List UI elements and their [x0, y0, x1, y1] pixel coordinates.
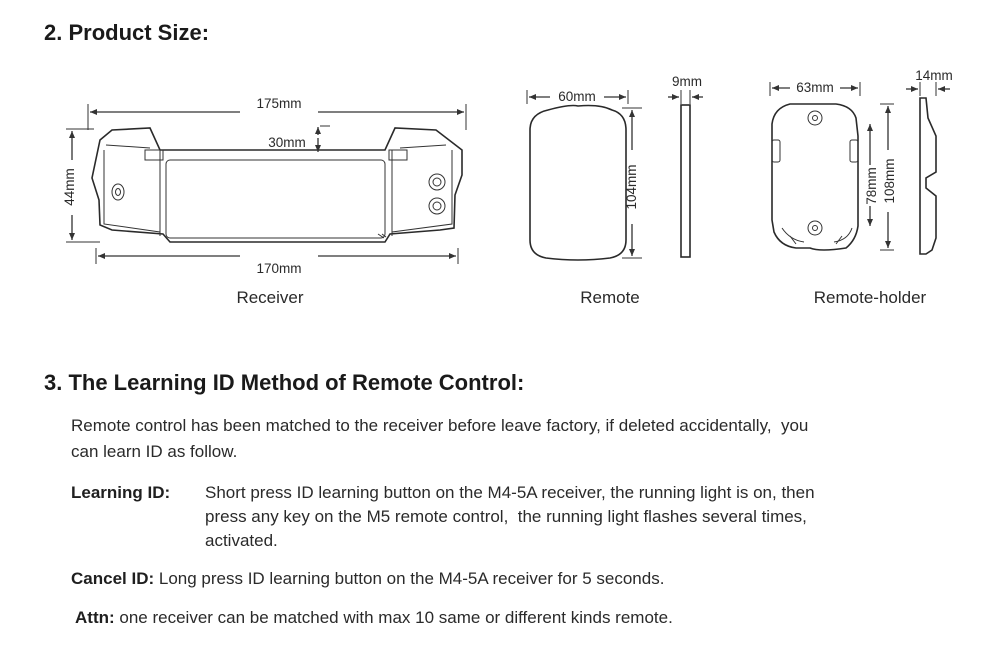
attn-text: one receiver can be matched with max 10 …	[119, 608, 673, 627]
learning-id-line-1: Short press ID learning button on the M4…	[205, 483, 815, 502]
attn-label: Attn:	[75, 608, 115, 627]
remote-holder-height-label: 108mm	[882, 158, 897, 203]
cancel-id-text: Long press ID learning button on the M4-…	[158, 569, 665, 588]
remote-holder-caption: Remote-holder	[813, 288, 927, 307]
receiver-width-total-label: 175mm	[256, 96, 301, 111]
attn-block: Attn: one receiver can be matched with m…	[75, 606, 975, 630]
remote-holder-inner-height-label: 78mm	[864, 167, 879, 205]
cancel-id-block: Cancel ID: Long press ID learning button…	[71, 567, 971, 591]
remote-holder-side-view	[919, 97, 937, 255]
receiver-depth-label: 30mm	[268, 135, 306, 150]
receiver-caption: Receiver	[236, 288, 304, 307]
cancel-id-label: Cancel ID:	[71, 569, 155, 588]
remote-holder-body	[771, 103, 859, 251]
learning-id-line-3: activated.	[205, 531, 278, 550]
remote-body	[529, 104, 627, 261]
remote-caption: Remote	[580, 288, 640, 307]
receiver-body	[91, 127, 463, 243]
remote-holder-drawing	[769, 82, 950, 255]
intro-line-1: Remote control has been matched to the r…	[71, 416, 809, 435]
learning-id-line-2: press any key on the M5 remote control, …	[205, 507, 807, 526]
product-size-drawing: 175mm 30mm 44mm 170mm 60mm 104mm 9mm	[62, 68, 953, 276]
remote-width-label: 60mm	[558, 89, 596, 104]
remote-thickness-label: 9mm	[672, 74, 702, 89]
section-2-heading: 2. Product Size:	[44, 20, 210, 45]
remote-drawing	[526, 90, 703, 261]
remote-holder-thickness-label: 14mm	[915, 68, 953, 83]
intro-line-2: can learn ID as follow.	[71, 442, 238, 461]
section-3-heading: 3. The Learning ID Method of Remote Cont…	[44, 370, 525, 395]
intro-paragraph: Remote control has been matched to the r…	[71, 413, 971, 465]
remote-holder-width-label: 63mm	[796, 80, 834, 95]
receiver-drawing	[66, 104, 467, 264]
receiver-height-label: 44mm	[62, 168, 77, 206]
remote-side-view	[680, 104, 691, 258]
remote-height-label: 104mm	[624, 164, 639, 209]
learning-id-label: Learning ID:	[71, 483, 171, 502]
receiver-width-base-label: 170mm	[256, 261, 301, 276]
